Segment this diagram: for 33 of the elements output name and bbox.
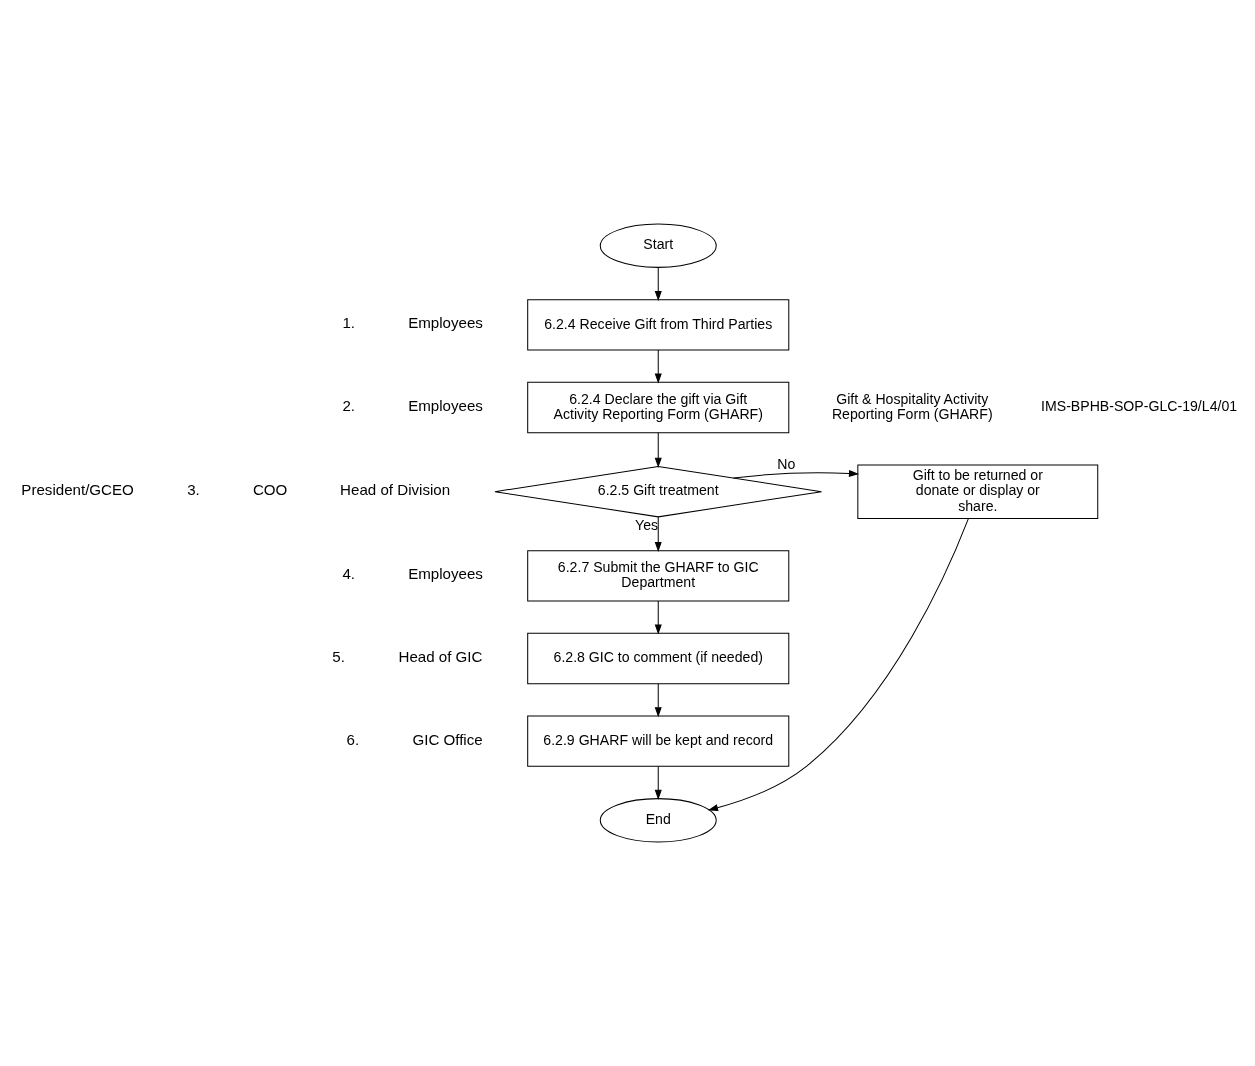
arrow	[707, 518, 969, 812]
node-box: Gift to be returned or donate or display or share.	[856, 464, 1098, 519]
node-box: 6.2.4 Declare the gift via Gift Activity Reporting Form (GHARF)	[526, 381, 789, 434]
label: GIC Office	[411, 730, 483, 748]
label: Employees	[407, 397, 483, 415]
label: Head of Division	[339, 481, 450, 499]
label: 6.	[346, 730, 359, 748]
arrow	[654, 600, 662, 635]
label: 5.	[331, 648, 345, 666]
node-ellipse: Start	[599, 223, 717, 268]
arrow	[654, 349, 662, 384]
arrow	[732, 469, 859, 479]
label: 3.	[186, 481, 200, 499]
arrow	[654, 683, 662, 718]
edge-label: Yes	[634, 516, 658, 533]
label: 4.	[341, 565, 355, 583]
arrow	[654, 766, 662, 800]
label: President/GCEO	[20, 481, 134, 499]
label: Employees	[407, 314, 483, 332]
node-box: 6.2.7 Submit the GHARF to GIC Department	[526, 550, 789, 602]
label: Head of GIC	[398, 648, 482, 666]
label: Employees	[407, 565, 483, 583]
node-label: IMS-BPHB-SOP-GLC-19/L4/01	[1040, 398, 1237, 415]
node-box: 6.2.4 Receive Gift from Third Parties	[526, 299, 789, 351]
arrow	[654, 516, 662, 553]
arrow	[654, 266, 662, 302]
arrow	[654, 432, 662, 468]
label: COO	[252, 481, 287, 499]
node-box: 6.2.9 GHARF will be kept and record	[526, 715, 789, 767]
label: 2.	[341, 397, 355, 415]
node-label: Gift & Hospitality Activity Reporting Form (GHARF)	[831, 390, 993, 422]
label: 1.	[341, 314, 355, 332]
node-box: 6.2.8 GIC to comment (if needed)	[526, 632, 789, 685]
